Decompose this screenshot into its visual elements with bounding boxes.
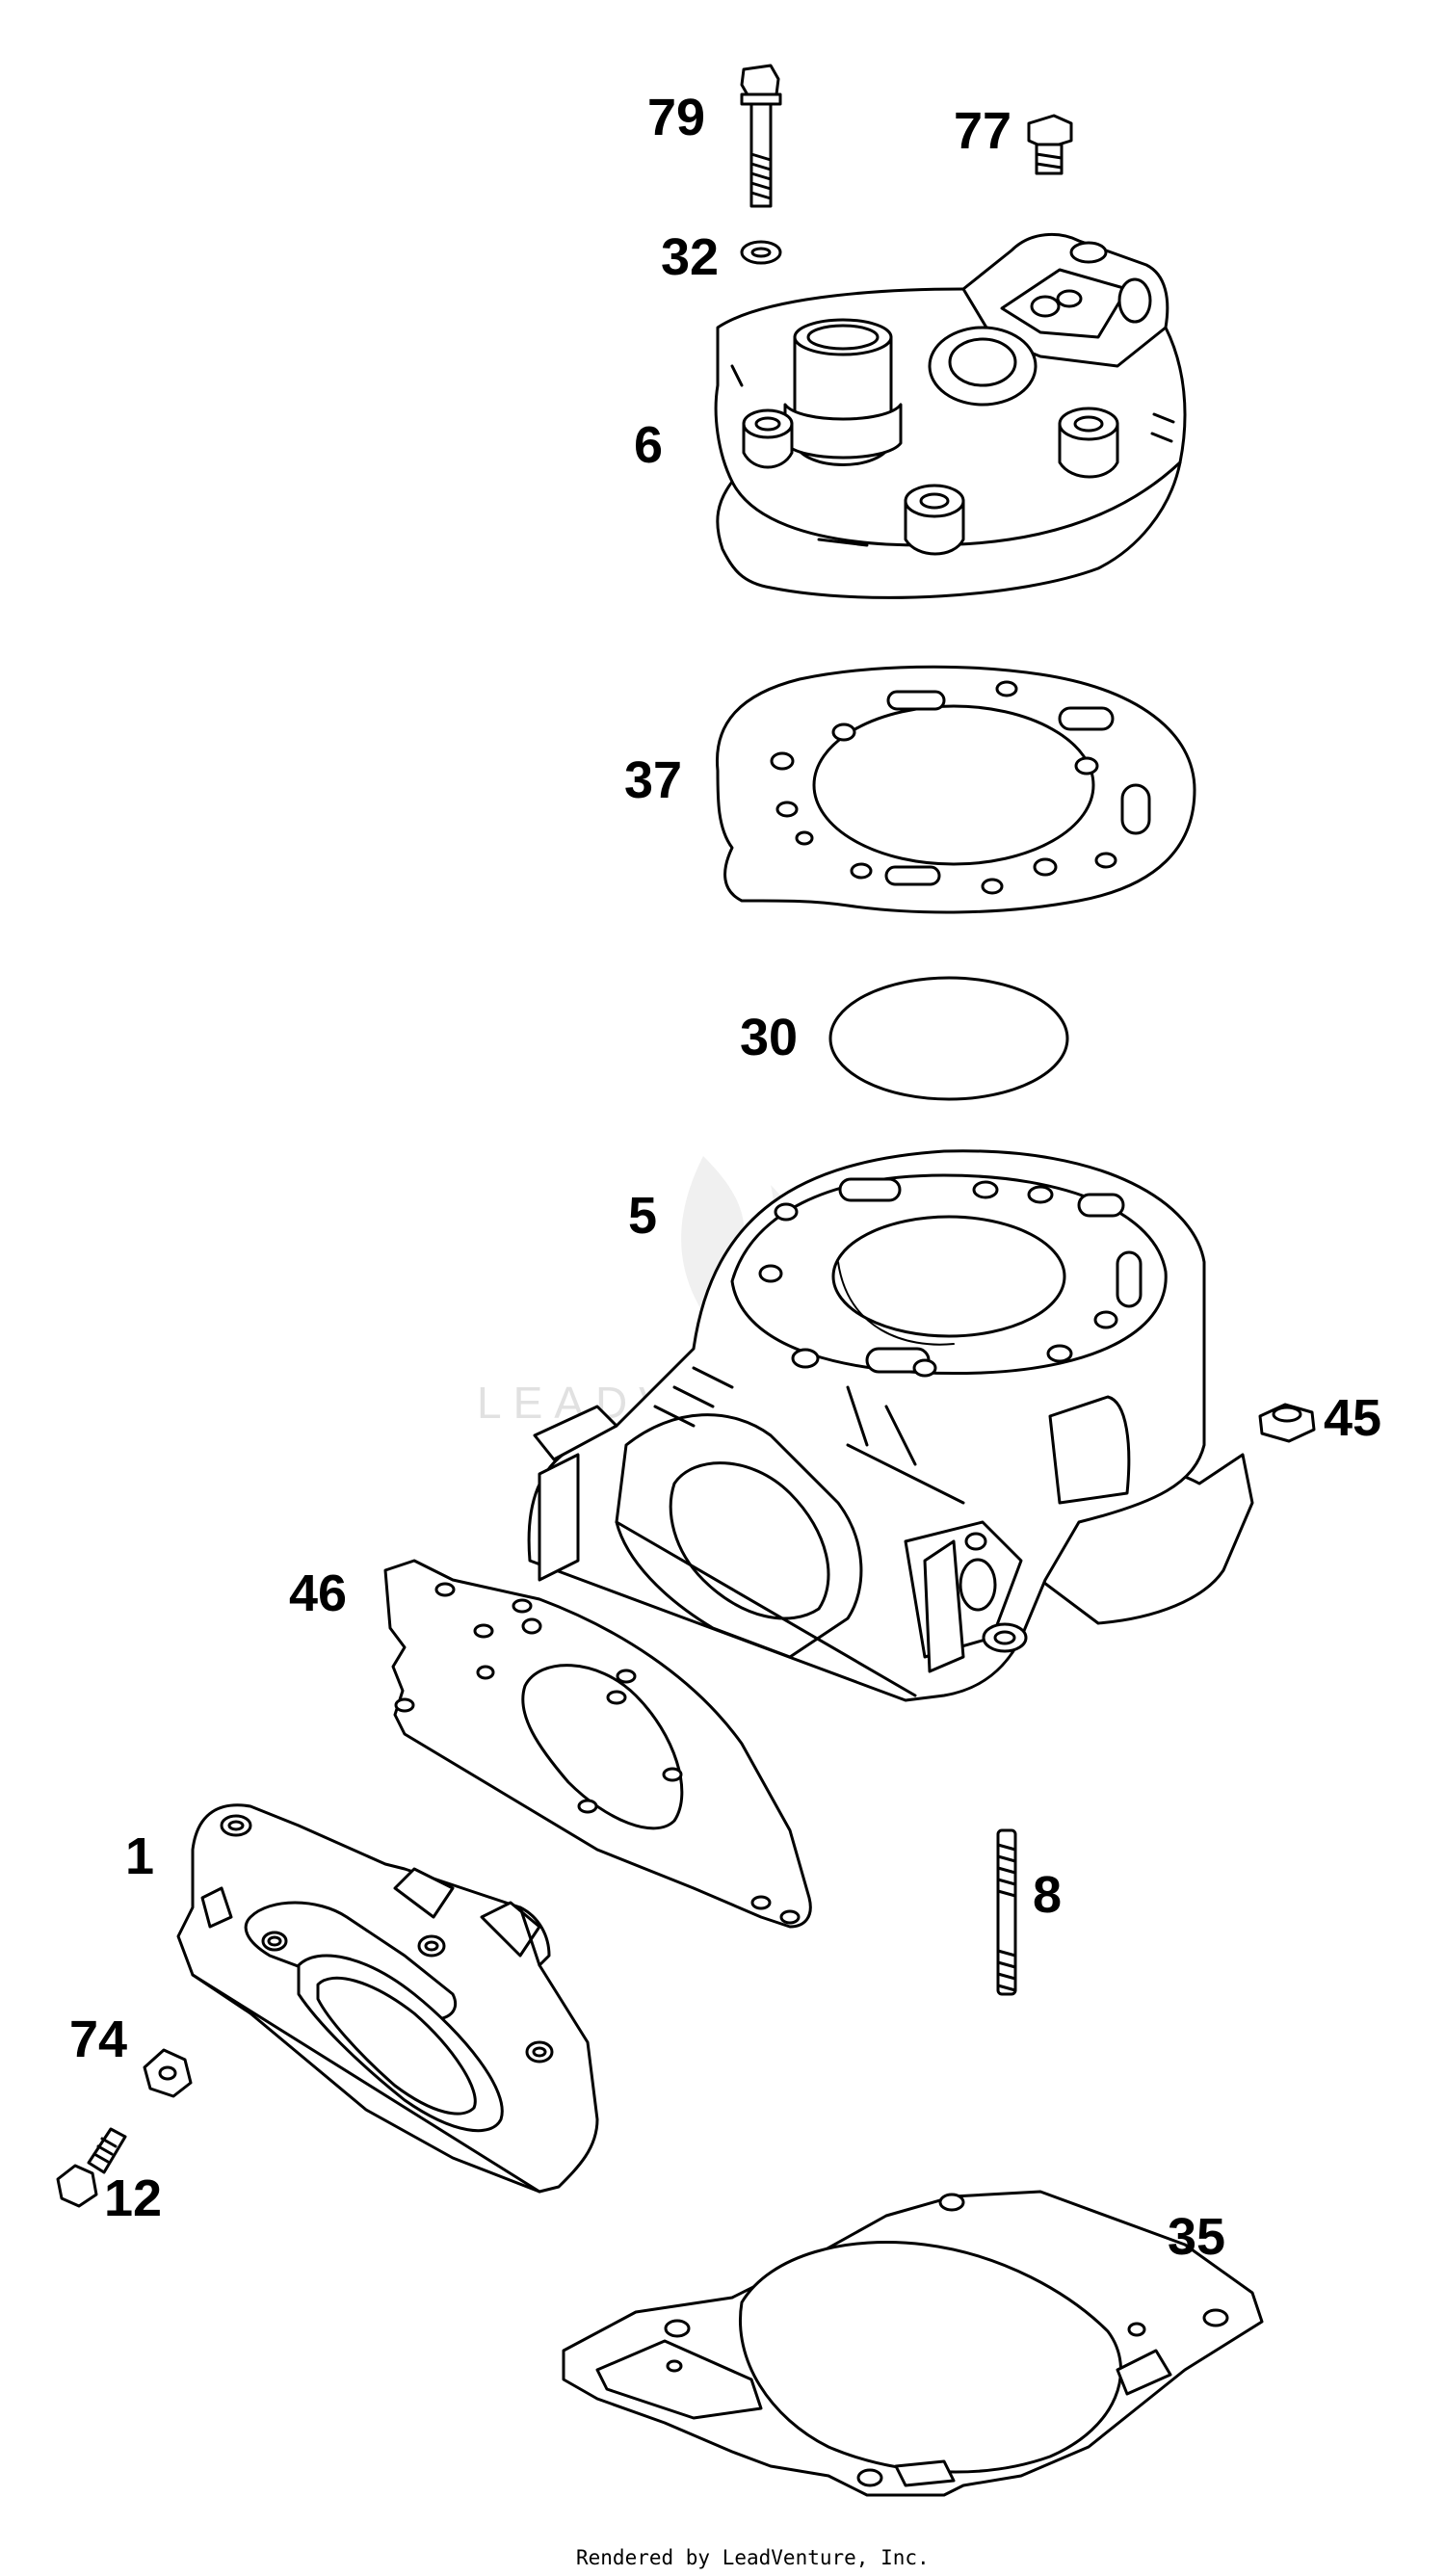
- part-1-intake-flange[interactable]: [176, 1803, 599, 2194]
- callout-32: 32: [661, 228, 719, 286]
- callout-77: 77: [954, 102, 1012, 160]
- callout-45: 45: [1324, 1389, 1381, 1447]
- part-37-head-gasket[interactable]: [715, 665, 1196, 914]
- part-5-cylinder[interactable]: [527, 1149, 1254, 1702]
- callout-74: 74: [69, 2011, 127, 2068]
- part-8-stud[interactable]: [996, 1828, 1017, 1996]
- callout-12: 12: [104, 2169, 162, 2227]
- callout-46: 46: [289, 1564, 347, 1622]
- callout-8: 8: [1033, 1866, 1062, 1924]
- callout-1: 1: [125, 1827, 154, 1885]
- callout-37: 37: [624, 751, 682, 809]
- callout-30: 30: [740, 1009, 798, 1066]
- part-74-nut[interactable]: [143, 2048, 193, 2098]
- part-35-base-gasket[interactable]: [562, 2190, 1264, 2497]
- callout-6: 6: [634, 416, 663, 474]
- part-32-washer[interactable]: [740, 240, 782, 265]
- callout-5: 5: [628, 1187, 657, 1245]
- part-77-bolt[interactable]: [1027, 114, 1073, 175]
- part-12-bolt[interactable]: [56, 2127, 127, 2208]
- callout-35: 35: [1168, 2208, 1225, 2266]
- part-79-bolt[interactable]: [740, 64, 782, 208]
- callout-79: 79: [647, 89, 705, 146]
- footer-credit: Rendered by LeadVenture, Inc.: [576, 2546, 930, 2569]
- part-45-nut[interactable]: [1258, 1403, 1316, 1443]
- part-46-intake-gasket[interactable]: [383, 1559, 812, 1929]
- part-30-o-ring[interactable]: [828, 976, 1069, 1101]
- part-6-cylinder-head[interactable]: [714, 232, 1187, 599]
